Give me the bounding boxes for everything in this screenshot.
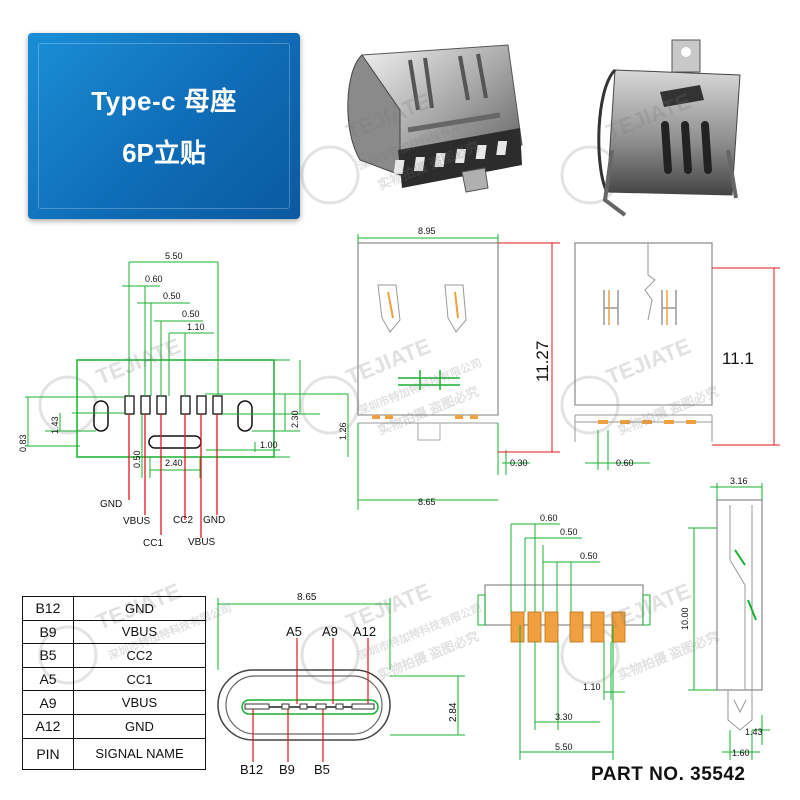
dim-text: 0.50 bbox=[163, 291, 181, 301]
body-outline bbox=[716, 499, 763, 691]
mounting-slot bbox=[237, 400, 253, 432]
dim-text: 1.60 bbox=[732, 748, 750, 758]
signal-cell: GND bbox=[73, 713, 206, 739]
signal-cell: VBUS bbox=[73, 619, 206, 645]
dim-text-large: 11.1 bbox=[722, 349, 754, 368]
watermark-brand: TEJIATE bbox=[603, 333, 695, 389]
dim-text: 1.26 bbox=[338, 422, 348, 440]
connector-photo-front bbox=[347, 44, 523, 193]
banner-title: Type-c 母座 bbox=[91, 86, 237, 116]
signal-label: CC2 bbox=[173, 515, 193, 526]
connector-photo-back bbox=[597, 39, 741, 217]
body-outline bbox=[574, 242, 713, 406]
shell-inner bbox=[225, 675, 383, 735]
back-view-drawing bbox=[574, 242, 780, 470]
pin-cell: B9 bbox=[22, 619, 74, 645]
dim-text: 5.50 bbox=[555, 742, 573, 752]
pad-row bbox=[124, 395, 223, 415]
pin-label: B5 bbox=[314, 762, 330, 777]
dim-text: 2.40 bbox=[165, 458, 183, 468]
pin-label: A9 bbox=[322, 624, 338, 639]
dim-text: 1.43 bbox=[745, 727, 763, 737]
watermark-logo-icon bbox=[38, 375, 98, 435]
dim-text: 1.10 bbox=[583, 682, 601, 692]
watermark-logo-icon bbox=[560, 625, 620, 685]
front-view-drawing bbox=[217, 598, 465, 762]
side-view-drawing bbox=[357, 234, 560, 510]
signal-cell: CC2 bbox=[73, 643, 206, 668]
pad-view-drawing bbox=[477, 523, 651, 760]
dim-text: 3.30 bbox=[555, 712, 573, 722]
signal-cell: GND bbox=[73, 596, 206, 621]
dim-text: 8.65 bbox=[297, 592, 317, 603]
mounting-slot bbox=[93, 400, 109, 432]
banner-frame bbox=[38, 43, 290, 209]
dim-text: 2.30 bbox=[290, 410, 300, 428]
dim-text: 0.50 bbox=[132, 450, 142, 468]
signal-label: VBUS bbox=[188, 537, 216, 548]
dim-text-large: 11.27 bbox=[533, 341, 552, 382]
dim-text: 0.60 bbox=[616, 458, 634, 468]
dim-text: 0.50 bbox=[580, 551, 598, 561]
contact-row bbox=[244, 703, 375, 710]
watermark-slogan: 实物拍摄 盗图必究 bbox=[616, 629, 721, 683]
pin-cell: A9 bbox=[22, 690, 74, 715]
pin-cell: A12 bbox=[22, 713, 74, 739]
pin-label: B9 bbox=[279, 762, 295, 777]
signal-label: VBUS bbox=[123, 516, 151, 527]
dim-text: 0.50 bbox=[182, 309, 200, 319]
part-number: PART NO. 35542 bbox=[591, 764, 746, 785]
watermark-logo-icon bbox=[300, 625, 360, 685]
shell-outer bbox=[217, 669, 391, 741]
pin-label: B12 bbox=[240, 762, 263, 777]
dim-text: 1.00 bbox=[260, 440, 278, 450]
pin-cell: A5 bbox=[22, 666, 74, 692]
pin-cell: B12 bbox=[22, 596, 74, 621]
dim-text: 0.50 bbox=[560, 527, 578, 537]
pin-label: A5 bbox=[286, 624, 302, 639]
signal-cell: CC1 bbox=[73, 666, 206, 692]
pin-cell: PIN bbox=[22, 737, 74, 770]
dim-text: 1.43 bbox=[50, 416, 60, 434]
dim-text: 3.16 bbox=[730, 476, 748, 486]
dim-text: 5.50 bbox=[165, 251, 183, 261]
signal-label: GND bbox=[203, 515, 225, 526]
dim-text: 8.65 bbox=[418, 497, 436, 507]
dim-text: 0.30 bbox=[510, 458, 528, 468]
dim-text: 8.95 bbox=[418, 226, 436, 236]
tongue bbox=[241, 699, 379, 715]
dim-text: 10.00 bbox=[680, 607, 690, 630]
title-banner: Type-c 母座 6P立贴 bbox=[28, 33, 300, 219]
watermark-logo-icon bbox=[300, 145, 360, 205]
watermark-brand: TEJIATE bbox=[93, 333, 185, 389]
pin-cell: B5 bbox=[22, 643, 74, 668]
center-slot bbox=[148, 435, 202, 449]
footprint-outline bbox=[76, 359, 275, 458]
dim-text: 1.10 bbox=[187, 322, 205, 332]
signal-cell: VBUS bbox=[73, 690, 206, 715]
banner-subtitle: 6P立贴 bbox=[122, 138, 206, 168]
signal-label: CC1 bbox=[143, 538, 163, 549]
dim-text: 0.60 bbox=[540, 513, 558, 523]
signal-label: GND bbox=[100, 499, 122, 510]
pin-pads bbox=[510, 611, 626, 643]
signal-cell: SIGNAL NAME bbox=[73, 737, 206, 770]
dim-text: 0.60 bbox=[145, 274, 163, 284]
footprint-drawing bbox=[25, 261, 349, 538]
watermark-slogan: 实物拍摄 盗图必究 bbox=[616, 384, 721, 438]
side-profile-drawing bbox=[688, 483, 770, 760]
pin-label: A12 bbox=[353, 624, 376, 639]
dim-text: 0.83 bbox=[18, 434, 28, 452]
dim-text: 2.84 bbox=[448, 702, 459, 722]
